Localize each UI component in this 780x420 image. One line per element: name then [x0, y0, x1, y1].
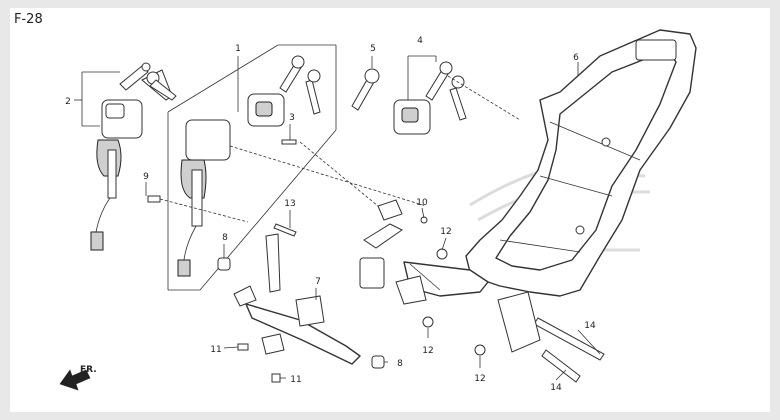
callout-2: 2 [65, 97, 71, 107]
reference-lines [159, 75, 521, 223]
frame-body [465, 29, 697, 297]
front-direction-label: FR. [80, 365, 97, 375]
callout-11-left: 11 [210, 345, 221, 355]
callout-4: 4 [417, 36, 423, 46]
hardware-parts [147, 195, 605, 383]
stay-bracket-assembly [233, 199, 489, 365]
page-label: F-28 [14, 12, 43, 27]
callout-6: 6 [573, 53, 579, 63]
callout-12-middle: 12 [422, 346, 433, 356]
leader-lines [74, 99, 601, 381]
callout-13: 13 [284, 199, 295, 209]
callout-8-upper: 8 [222, 233, 228, 243]
callout-14-upper: 14 [584, 321, 596, 331]
callout-10: 10 [416, 198, 428, 208]
callout-12-top: 12 [440, 227, 451, 237]
ignition-switch-assembly [81, 62, 177, 251]
callout-9: 9 [143, 172, 149, 182]
blank-key [351, 56, 380, 111]
callout-7: 7 [315, 277, 321, 287]
callout-11-bottom: 11 [290, 375, 301, 385]
key-set-group [167, 44, 337, 291]
callout-3: 3 [289, 113, 295, 123]
callout-5: 5 [370, 44, 376, 54]
callout-8-lower: 8 [397, 359, 403, 369]
front-direction-arrow: FR. [59, 365, 97, 391]
seat-lock-assembly [393, 55, 467, 135]
callout-1: 1 [235, 44, 241, 54]
callout-14-lower: 14 [550, 383, 562, 393]
callout-12-bottom: 12 [474, 374, 485, 384]
